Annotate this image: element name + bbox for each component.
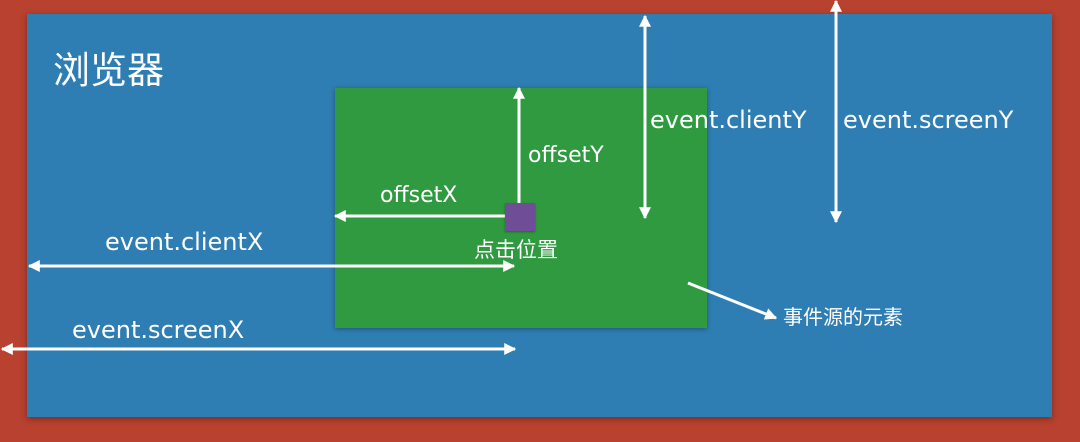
offsetY-label: offsetY: [528, 143, 604, 168]
clientY-label: event.clientY: [650, 106, 807, 134]
screenX-label: event.screenX: [72, 316, 245, 344]
click-position-label: 点击位置: [474, 238, 558, 262]
browser-title: 浏览器: [53, 49, 164, 92]
screenY-label: event.screenY: [843, 106, 1014, 134]
click-position-marker: [505, 203, 535, 231]
clientX-label: event.clientX: [105, 228, 264, 256]
source-element-label: 事件源的元素: [783, 305, 903, 329]
source-element-pointer-arrow: [687, 281, 778, 320]
offsetX-label: offsetX: [380, 183, 458, 208]
